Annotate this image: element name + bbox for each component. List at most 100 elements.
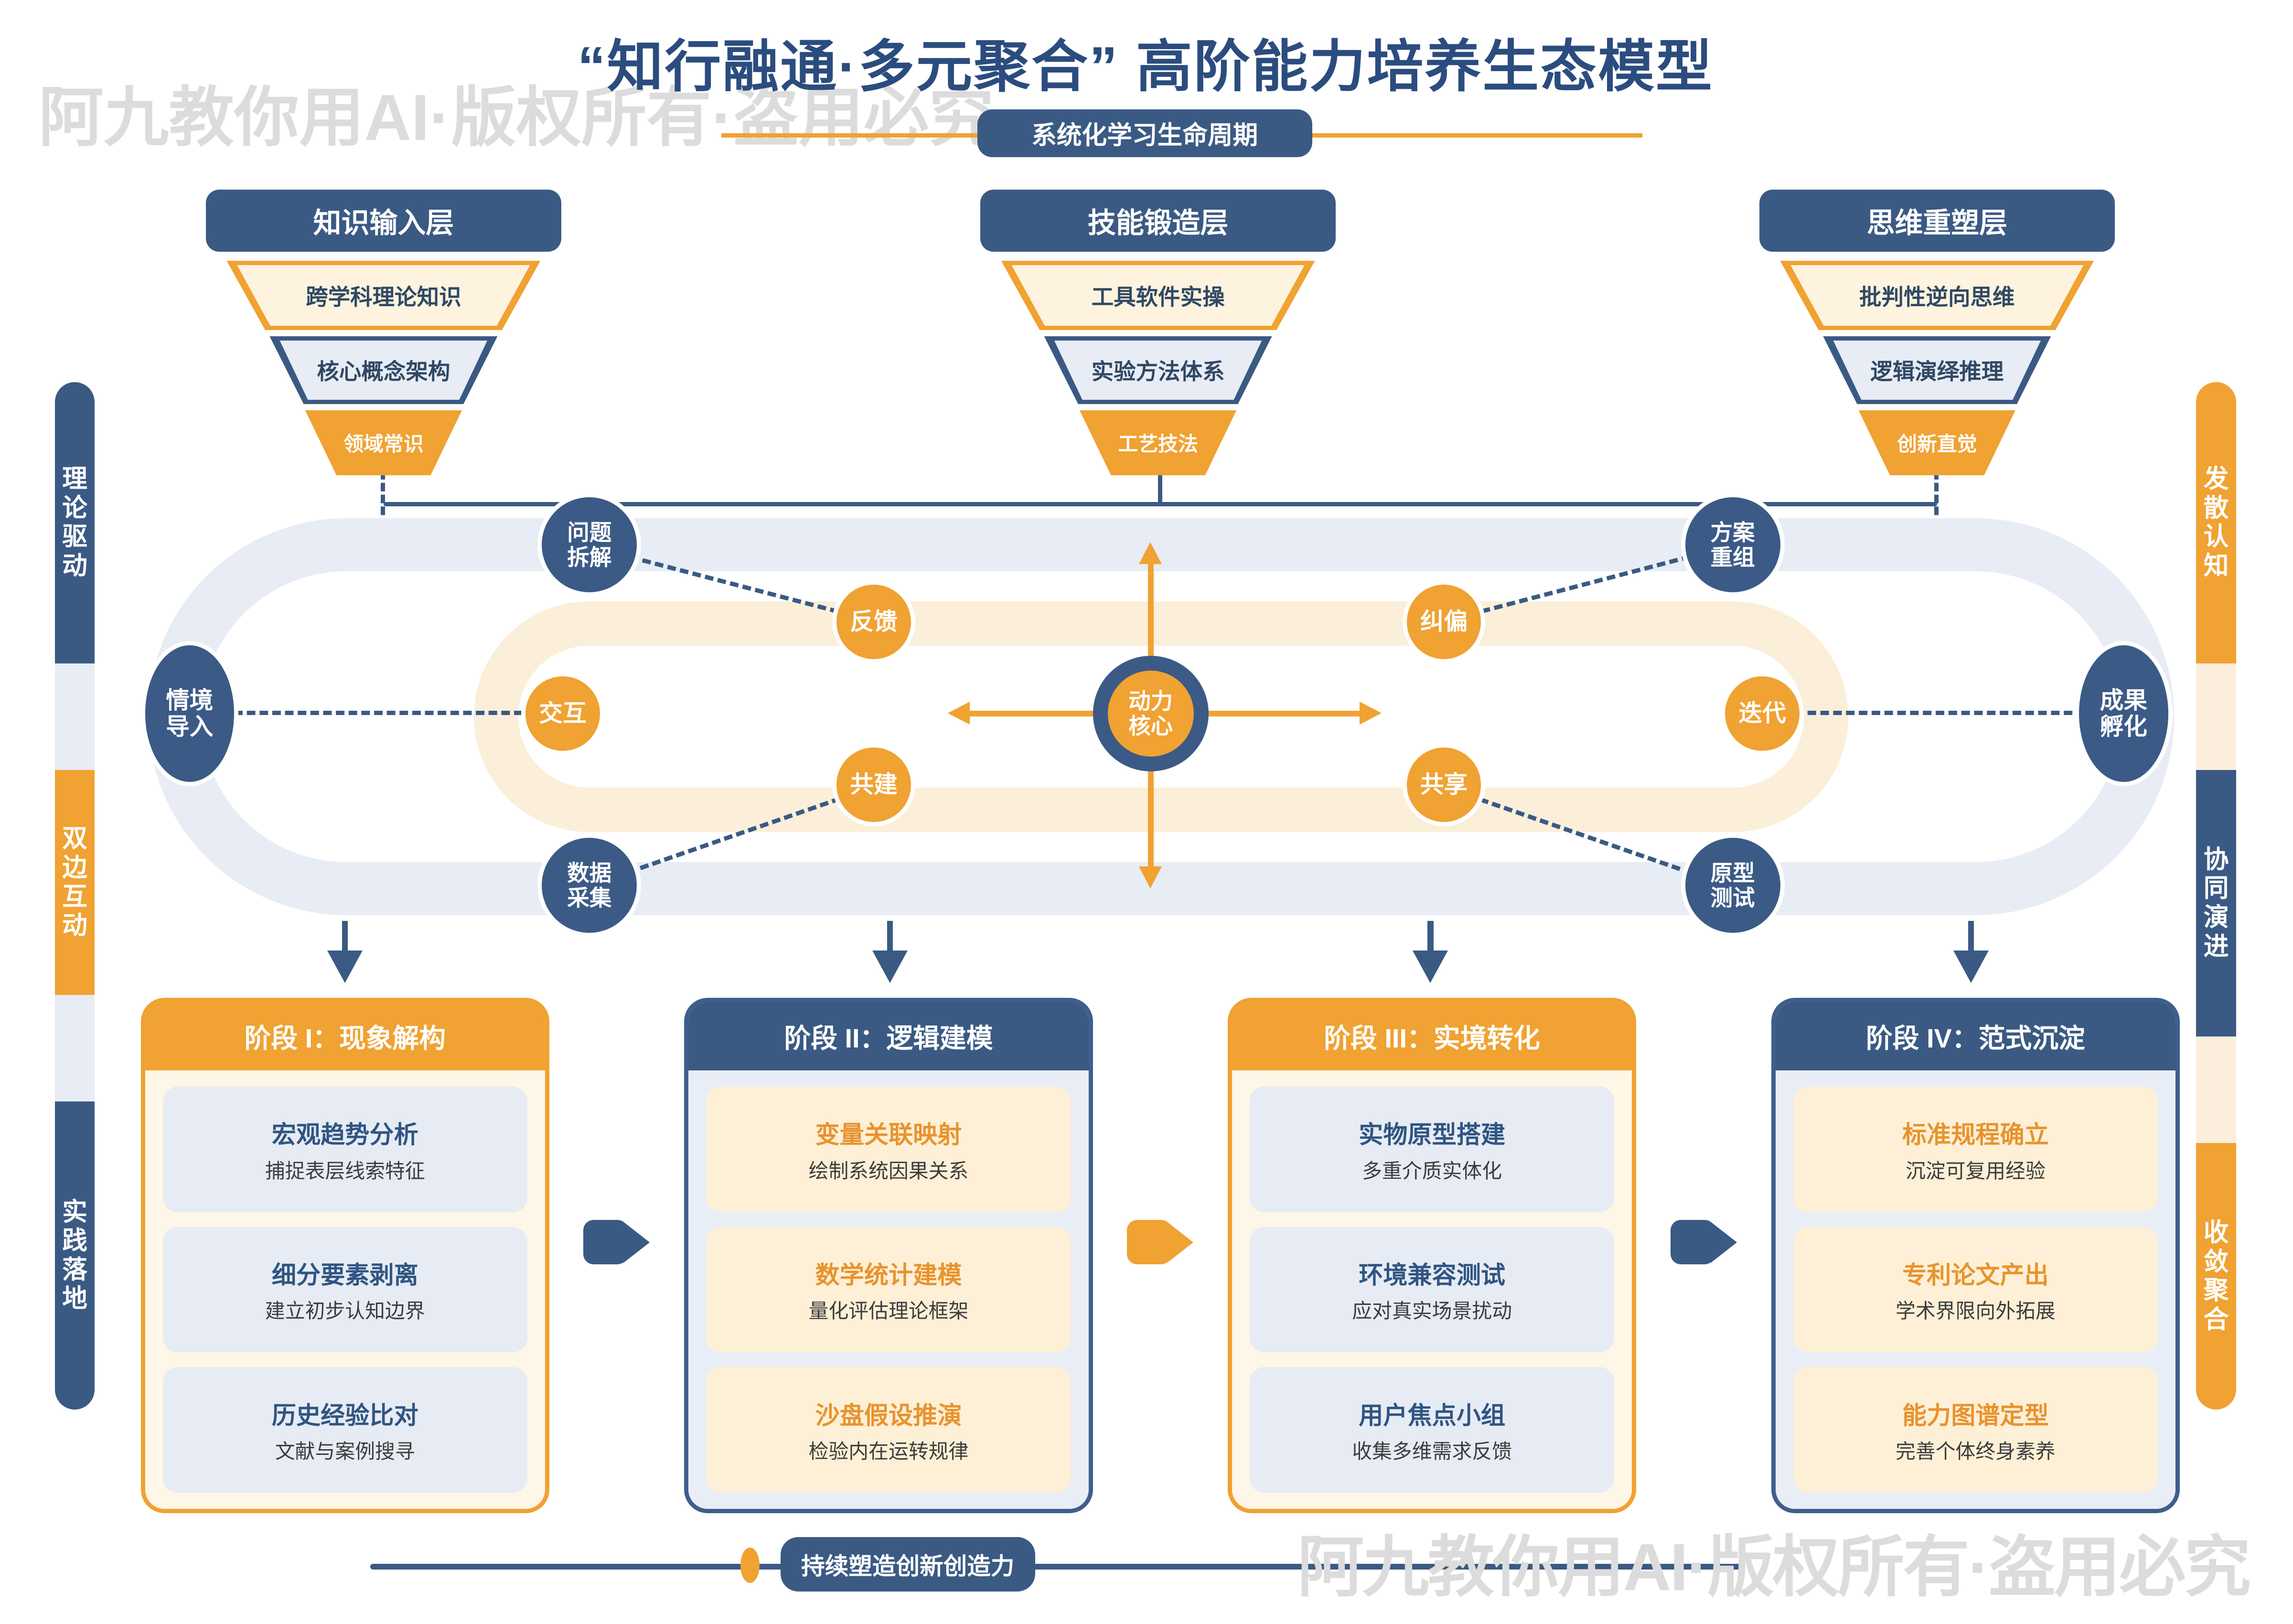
axis-segment-bilateral-interaction: 双边互动 [54,769,95,995]
node-plan-recompose: 方案 重组 [1681,493,1785,597]
dash-iterate-to-end [1795,711,2085,715]
connector-drop-right [1934,470,1939,539]
stage-item: 沙盘假设推演检验内在运转规律 [706,1367,1071,1493]
stage-item-sub: 学术界限向外拓展 [1896,1300,2056,1323]
stage-item: 变量关联映射绘制系统因果关系 [706,1087,1071,1212]
axis-segment-divergent-cognition: 发散认知 [2196,382,2236,663]
down-arrow-icon [887,921,893,951]
node-outcome-incubation: 成果 孵化 [2075,641,2173,787]
stage-item-title: 能力图谱定型 [1902,1401,2049,1429]
stage-card-1: 阶段 I：现象解构 宏观趋势分析捕捉表层线索特征 细分要素剥离建立初步认知边界 … [140,998,550,1514]
down-arrowhead-icon [872,951,908,983]
stage-item-sub: 检验内在运转规律 [808,1440,969,1463]
left-axis-bar: 理论驱动 双边互动 实践落地 [54,382,95,1410]
funnel-layer-label: 领域常识 [343,433,424,456]
stage-item-title: 专利论文产出 [1902,1261,2049,1289]
down-arrowhead-icon [1953,951,1989,983]
power-core-label: 动力 核心 [1107,671,1194,757]
watermark-top: 阿九教你用AI·版权所有·盗用必究 [38,81,994,154]
stage-gap-arrow-icon [1670,1220,1715,1265]
funnel-layer-label: 工具软件实操 [1091,284,1225,310]
funnel-layer-label: 实验方法体系 [1091,359,1225,385]
stage-header: 阶段 IV：范式沉淀 [1775,1002,2176,1070]
down-arrow-icon [1968,921,1974,951]
funnel-mind-reshaping: 思维重塑层 批判性逆向思维 逻辑演绎推理 创新直觉 [1759,189,2115,476]
stage-item: 实物原型搭建多重介质实体化 [1250,1087,1615,1212]
stage-item: 环境兼容测试应对真实场景扰动 [1250,1227,1615,1353]
axis-gap [2196,1036,2236,1143]
node-correct: 纠偏 [1402,580,1486,663]
funnel-layer: 创新直觉 [1858,410,2016,476]
axis-segment-theory-driven: 理论驱动 [54,382,95,663]
stage-item: 能力图谱定型完善个体终身素养 [1793,1367,2158,1493]
node-problem-decompose: 问题 拆解 [537,493,642,597]
funnel-knowledge-input: 知识输入层 跨学科理论知识 核心概念架构 领域常识 [205,189,561,476]
stage-item-sub: 完善个体终身素养 [1896,1440,2056,1463]
funnel-layer: 核心概念架构 [269,336,498,405]
stage-header: 阶段 III：实境转化 [1232,1002,1632,1070]
arrowhead-up-icon [1138,542,1162,564]
funnel-header: 思维重塑层 [1759,189,2115,252]
down-arrow-icon [1427,921,1434,951]
stage-item-title: 用户焦点小组 [1359,1401,1506,1429]
down-arrowhead-icon [327,951,363,983]
funnel-header: 知识输入层 [205,189,561,252]
watermark-bottom: 阿九教你用AI·版权所有·盗用必究 [1297,1530,2251,1605]
funnel-layer-label: 创新直觉 [1897,433,1977,456]
stage-item-sub: 文献与案例搜寻 [275,1440,415,1463]
connector-tick-center [1158,470,1163,503]
funnel-header: 技能锻造层 [980,189,1336,252]
funnel-layer: 实验方法体系 [1044,336,1272,405]
subtitle-badge: 系统化学习生命周期 [977,109,1312,157]
stage-item-sub: 捕捉表层线索特征 [265,1159,425,1182]
stage-item-sub: 应对真实场景扰动 [1352,1300,1512,1323]
subtitle-line-right [1307,133,1642,138]
stage-card-2: 阶段 II：逻辑建模 变量关联映射绘制系统因果关系 数学统计建模量化评估理论框架… [684,998,1093,1514]
stage-header: 阶段 I：现象解构 [145,1002,546,1070]
stage-item-title: 环境兼容测试 [1359,1261,1506,1289]
dash-start-to-interact [234,711,523,715]
funnel-layer-label: 逻辑演绎推理 [1870,359,2004,385]
stage-item-sub: 绘制系统因果关系 [808,1159,969,1182]
stage-header: 阶段 II：逻辑建模 [688,1002,1089,1070]
stage-item-sub: 收集多维需求反馈 [1352,1440,1512,1463]
axis-gap [54,663,95,770]
axis-gap [2196,663,2236,770]
stage-item-title: 细分要素剥离 [271,1261,418,1289]
stage-item-sub: 建立初步认知边界 [265,1300,425,1323]
stage-item-title: 宏观趋势分析 [271,1121,418,1149]
connector-drop-left [380,470,385,539]
stage-item-title: 实物原型搭建 [1359,1121,1506,1149]
arrowhead-right-icon [1359,702,1382,725]
stage-item-title: 数学统计建模 [815,1261,962,1289]
stage-gap-arrow-icon [1127,1220,1172,1265]
funnel-layer-label: 核心概念架构 [317,359,450,385]
stage-card-4: 阶段 IV：范式沉淀 标准规程确立沉淀可复用经验 专利论文产出学术界限向外拓展 … [1771,998,2180,1514]
node-data-collection: 数据 采集 [537,833,642,938]
stage-item-sub: 多重介质实体化 [1362,1159,1502,1182]
node-prototype-test: 原型 测试 [1681,833,1785,938]
funnel-layer: 逻辑演绎推理 [1823,336,2051,405]
stage-item: 细分要素剥离建立初步认知边界 [162,1227,527,1353]
funnel-layer-label: 批判性逆向思维 [1859,284,2015,310]
arrowhead-down-icon [1138,866,1162,888]
node-iterate: 迭代 [1721,672,1804,755]
stage-item: 数学统计建模量化评估理论框架 [706,1227,1071,1353]
right-axis-bar: 发散认知 协同演进 收敛聚合 [2196,382,2236,1410]
axis-segment-convergent-aggregation: 收敛聚合 [2196,1143,2236,1410]
funnel-layer: 跨学科理论知识 [226,260,541,331]
stage-card-3: 阶段 III：实境转化 实物原型搭建多重介质实体化 环境兼容测试应对真实场景扰动… [1227,998,1637,1514]
node-feedback: 反馈 [832,580,915,663]
footer-badge: 持续塑造创新创造力 [780,1537,1035,1592]
node-scenario-intro: 情境 导入 [140,641,239,787]
stage-item-sub: 沉淀可复用经验 [1905,1159,2046,1182]
axis-segment-collaborative-evolution: 协同演进 [2196,769,2236,1036]
funnel-skill-forging: 技能锻造层 工具软件实操 实验方法体系 工艺技法 [980,189,1336,476]
stage-gap-arrow-icon [583,1220,628,1265]
subtitle-line-left [721,133,982,138]
arrowhead-left-icon [948,702,970,725]
stage-item-title: 历史经验比对 [271,1401,418,1429]
down-arrowhead-icon [1413,951,1448,983]
funnel-layer-label: 工艺技法 [1118,433,1198,456]
